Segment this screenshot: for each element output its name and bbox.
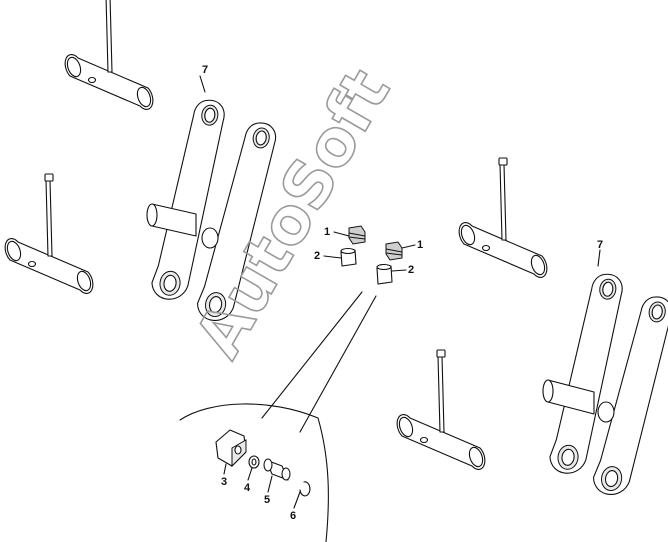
right-center-boss — [597, 401, 615, 423]
left-link-assembly — [4, 0, 279, 327]
left-cross-tube-end — [146, 203, 158, 227]
callout-7-right: 7 — [597, 239, 603, 251]
left-center-boss — [201, 227, 219, 249]
left-lower-pin — [4, 173, 94, 294]
callout-2-left: 2 — [314, 250, 320, 262]
callout-5: 5 — [264, 494, 270, 506]
callout-3: 3 — [221, 476, 227, 488]
grease-fitting-group — [340, 225, 403, 285]
right-lower-pin — [396, 349, 486, 470]
left-upper-pin — [64, 0, 154, 110]
callout-1-right: 1 — [417, 239, 423, 251]
detail-view — [179, 291, 377, 542]
detail-clip-6 — [299, 481, 311, 497]
right-cross-tube-end — [542, 379, 554, 403]
callout-4: 4 — [244, 482, 251, 494]
callout-leaders — [199, 75, 601, 272]
callout-2-right: 2 — [408, 264, 414, 276]
callout-6: 6 — [290, 510, 296, 522]
callout-1-left: 1 — [324, 226, 330, 238]
right-upper-pin — [458, 157, 548, 278]
detail-circle-outline — [179, 403, 329, 542]
callout-7-left: 7 — [202, 64, 208, 76]
right-link-assembly — [396, 157, 668, 501]
